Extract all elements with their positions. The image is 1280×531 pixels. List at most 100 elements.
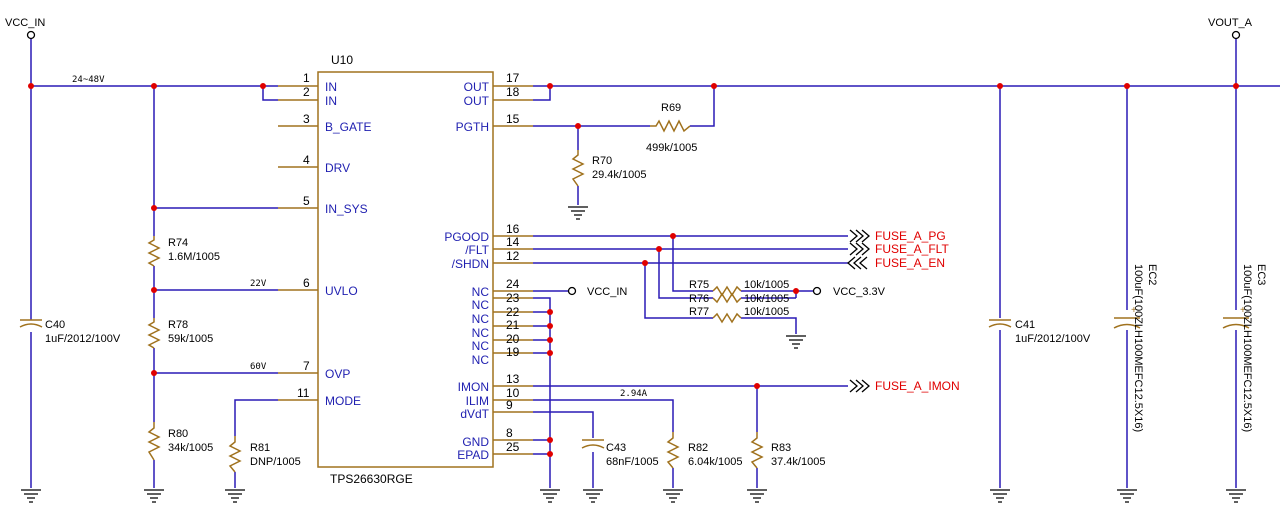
svg-text:37.4k/1005: 37.4k/1005 (771, 456, 825, 468)
svg-text:1uF/2012/100V: 1uF/2012/100V (45, 333, 121, 345)
pin-label-uvlo: UVLO (325, 284, 358, 298)
svg-text:100uF(100ZLH100MEFC12.5X16): 100uF(100ZLH100MEFC12.5X16) (1241, 264, 1253, 432)
pin-num: 24 (506, 277, 520, 291)
pin-num: 4 (303, 153, 310, 167)
wires (30, 38, 1280, 488)
pin-label-out: OUT (464, 94, 490, 108)
capacitor-ec3: + EC3 100uF(100ZLH100MEFC12.5X16) (1222, 264, 1267, 432)
pin-label-gnd: GND (462, 435, 489, 449)
pin-num: 22 (506, 305, 520, 319)
pin-num: 18 (506, 85, 520, 99)
offsheet-fuse-a-en: FUSE_A_EN (847, 256, 945, 270)
pin-num: 25 (506, 440, 520, 454)
pin-num: 1 (303, 71, 310, 85)
power-port-vout-a: VOUT_A (1208, 17, 1253, 40)
svg-text:R69: R69 (661, 102, 681, 114)
svg-text:EC3: EC3 (1255, 264, 1267, 285)
resistor-r70: R70 29.4k/1005 (571, 150, 646, 187)
pin-label-drv: DRV (325, 161, 350, 175)
svg-text:R77: R77 (689, 306, 709, 318)
svg-text:R70: R70 (592, 155, 612, 167)
svg-text:29.4k/1005: 29.4k/1005 (592, 169, 646, 181)
svg-text:R78: R78 (168, 319, 188, 331)
resistor-r74: R74 1.6M/1005 (147, 236, 220, 267)
pin-label-in: IN (325, 94, 337, 108)
pin-label-nc: NC (472, 326, 490, 340)
svg-text:C43: C43 (606, 442, 626, 454)
ground-symbols (21, 206, 1246, 503)
resistor-r80: R80 34k/1005 (147, 422, 213, 461)
pin-label-nc: NC (472, 353, 490, 367)
pin-num: 10 (506, 386, 520, 400)
pin-label-epad: EPAD (457, 448, 489, 462)
svg-text:FUSE_A_FLT: FUSE_A_FLT (875, 242, 949, 256)
svg-text:FUSE_A_IMON: FUSE_A_IMON (875, 379, 960, 393)
pin-num: 20 (506, 332, 520, 346)
pin-num: 14 (506, 235, 520, 249)
svg-text:+: + (1131, 305, 1137, 316)
svg-text:R76: R76 (689, 293, 709, 305)
ic-u10: U10 TPS26630RGE 1 2 3 4 5 6 7 11 IN IN B… (278, 53, 533, 486)
pin-label-nc: NC (472, 285, 490, 299)
pin-label-pgood: PGOOD (444, 230, 489, 244)
svg-text:10k/1005: 10k/1005 (744, 293, 789, 305)
svg-text:VOUT_A: VOUT_A (1208, 17, 1253, 29)
pin-label-nc: NC (472, 312, 490, 326)
ic-ref: U10 (331, 53, 353, 67)
power-port-vcc-in-nc: VCC_IN (567, 286, 627, 298)
power-port-vcc-in: VCC_IN (5, 17, 45, 40)
svg-text:DNP/1005: DNP/1005 (250, 456, 301, 468)
offsheet-fuse-a-imon: FUSE_A_IMON (849, 379, 960, 393)
svg-text:FUSE_A_EN: FUSE_A_EN (875, 256, 945, 270)
svg-text:10k/1005: 10k/1005 (744, 306, 789, 318)
pin-num: 8 (506, 426, 513, 440)
pin-num: 11 (297, 386, 310, 400)
pin-label-ilim: ILIM (466, 394, 489, 408)
pin-num: 16 (506, 222, 520, 236)
svg-text:R82: R82 (688, 442, 708, 454)
svg-text:EC2: EC2 (1146, 264, 1158, 285)
svg-text:VCC_IN: VCC_IN (587, 286, 627, 298)
resistor-r76: R76 10k/1005 (689, 292, 789, 305)
pin-label-pgth: PGTH (456, 120, 489, 134)
pin-num: 12 (506, 249, 520, 263)
pin-label-in: IN (325, 80, 337, 94)
resistor-r83: R83 37.4k/1005 (750, 432, 825, 469)
pin-label-out: OUT (464, 80, 490, 94)
pin-label-ovp: OVP (325, 367, 350, 381)
pin-label-shdn: /SHDN (452, 257, 489, 271)
capacitor-c41: C41 1uF/2012/100V (988, 319, 1091, 345)
junction-dots (28, 83, 1239, 457)
net-label-uvlo: 22V (250, 279, 267, 289)
pin-num: 13 (506, 372, 520, 386)
pin-num: 9 (506, 398, 513, 412)
svg-text:R80: R80 (168, 428, 188, 440)
pin-num: 2 (303, 85, 310, 99)
svg-text:10k/1005: 10k/1005 (744, 279, 789, 291)
svg-text:VCC_IN: VCC_IN (5, 17, 45, 29)
pin-num: 5 (303, 194, 310, 208)
pin-label-dvdt: dVdT (460, 407, 489, 421)
svg-text:68nF/1005: 68nF/1005 (606, 456, 659, 468)
pin-num: 3 (303, 112, 310, 126)
resistor-r69: R69 499k/1005 (646, 102, 697, 154)
net-label-vin-range: 24~48V (72, 75, 105, 85)
ic-body (317, 71, 494, 468)
svg-text:6.04k/1005: 6.04k/1005 (688, 456, 742, 468)
pin-label-in-sys: IN_SYS (325, 202, 368, 216)
net-label-ilim: 2.94A (620, 389, 648, 399)
pin-num: 17 (506, 71, 520, 85)
svg-text:1uF/2012/100V: 1uF/2012/100V (1015, 333, 1091, 345)
pin-label-nc: NC (472, 298, 490, 312)
pin-num: 23 (506, 291, 520, 305)
svg-text:R81: R81 (250, 442, 270, 454)
capacitor-c43: C43 68nF/1005 (581, 439, 659, 468)
pin-label-nc: NC (472, 339, 490, 353)
svg-text:C40: C40 (45, 319, 65, 331)
svg-text:59k/1005: 59k/1005 (168, 333, 213, 345)
svg-text:FUSE_A_PG: FUSE_A_PG (875, 229, 946, 243)
net-label-ovp: 60V (250, 362, 267, 372)
resistor-r81: R81 DNP/1005 (228, 436, 301, 473)
pin-label-b-gate: B_GATE (325, 120, 371, 134)
pin-num: 6 (303, 276, 310, 290)
